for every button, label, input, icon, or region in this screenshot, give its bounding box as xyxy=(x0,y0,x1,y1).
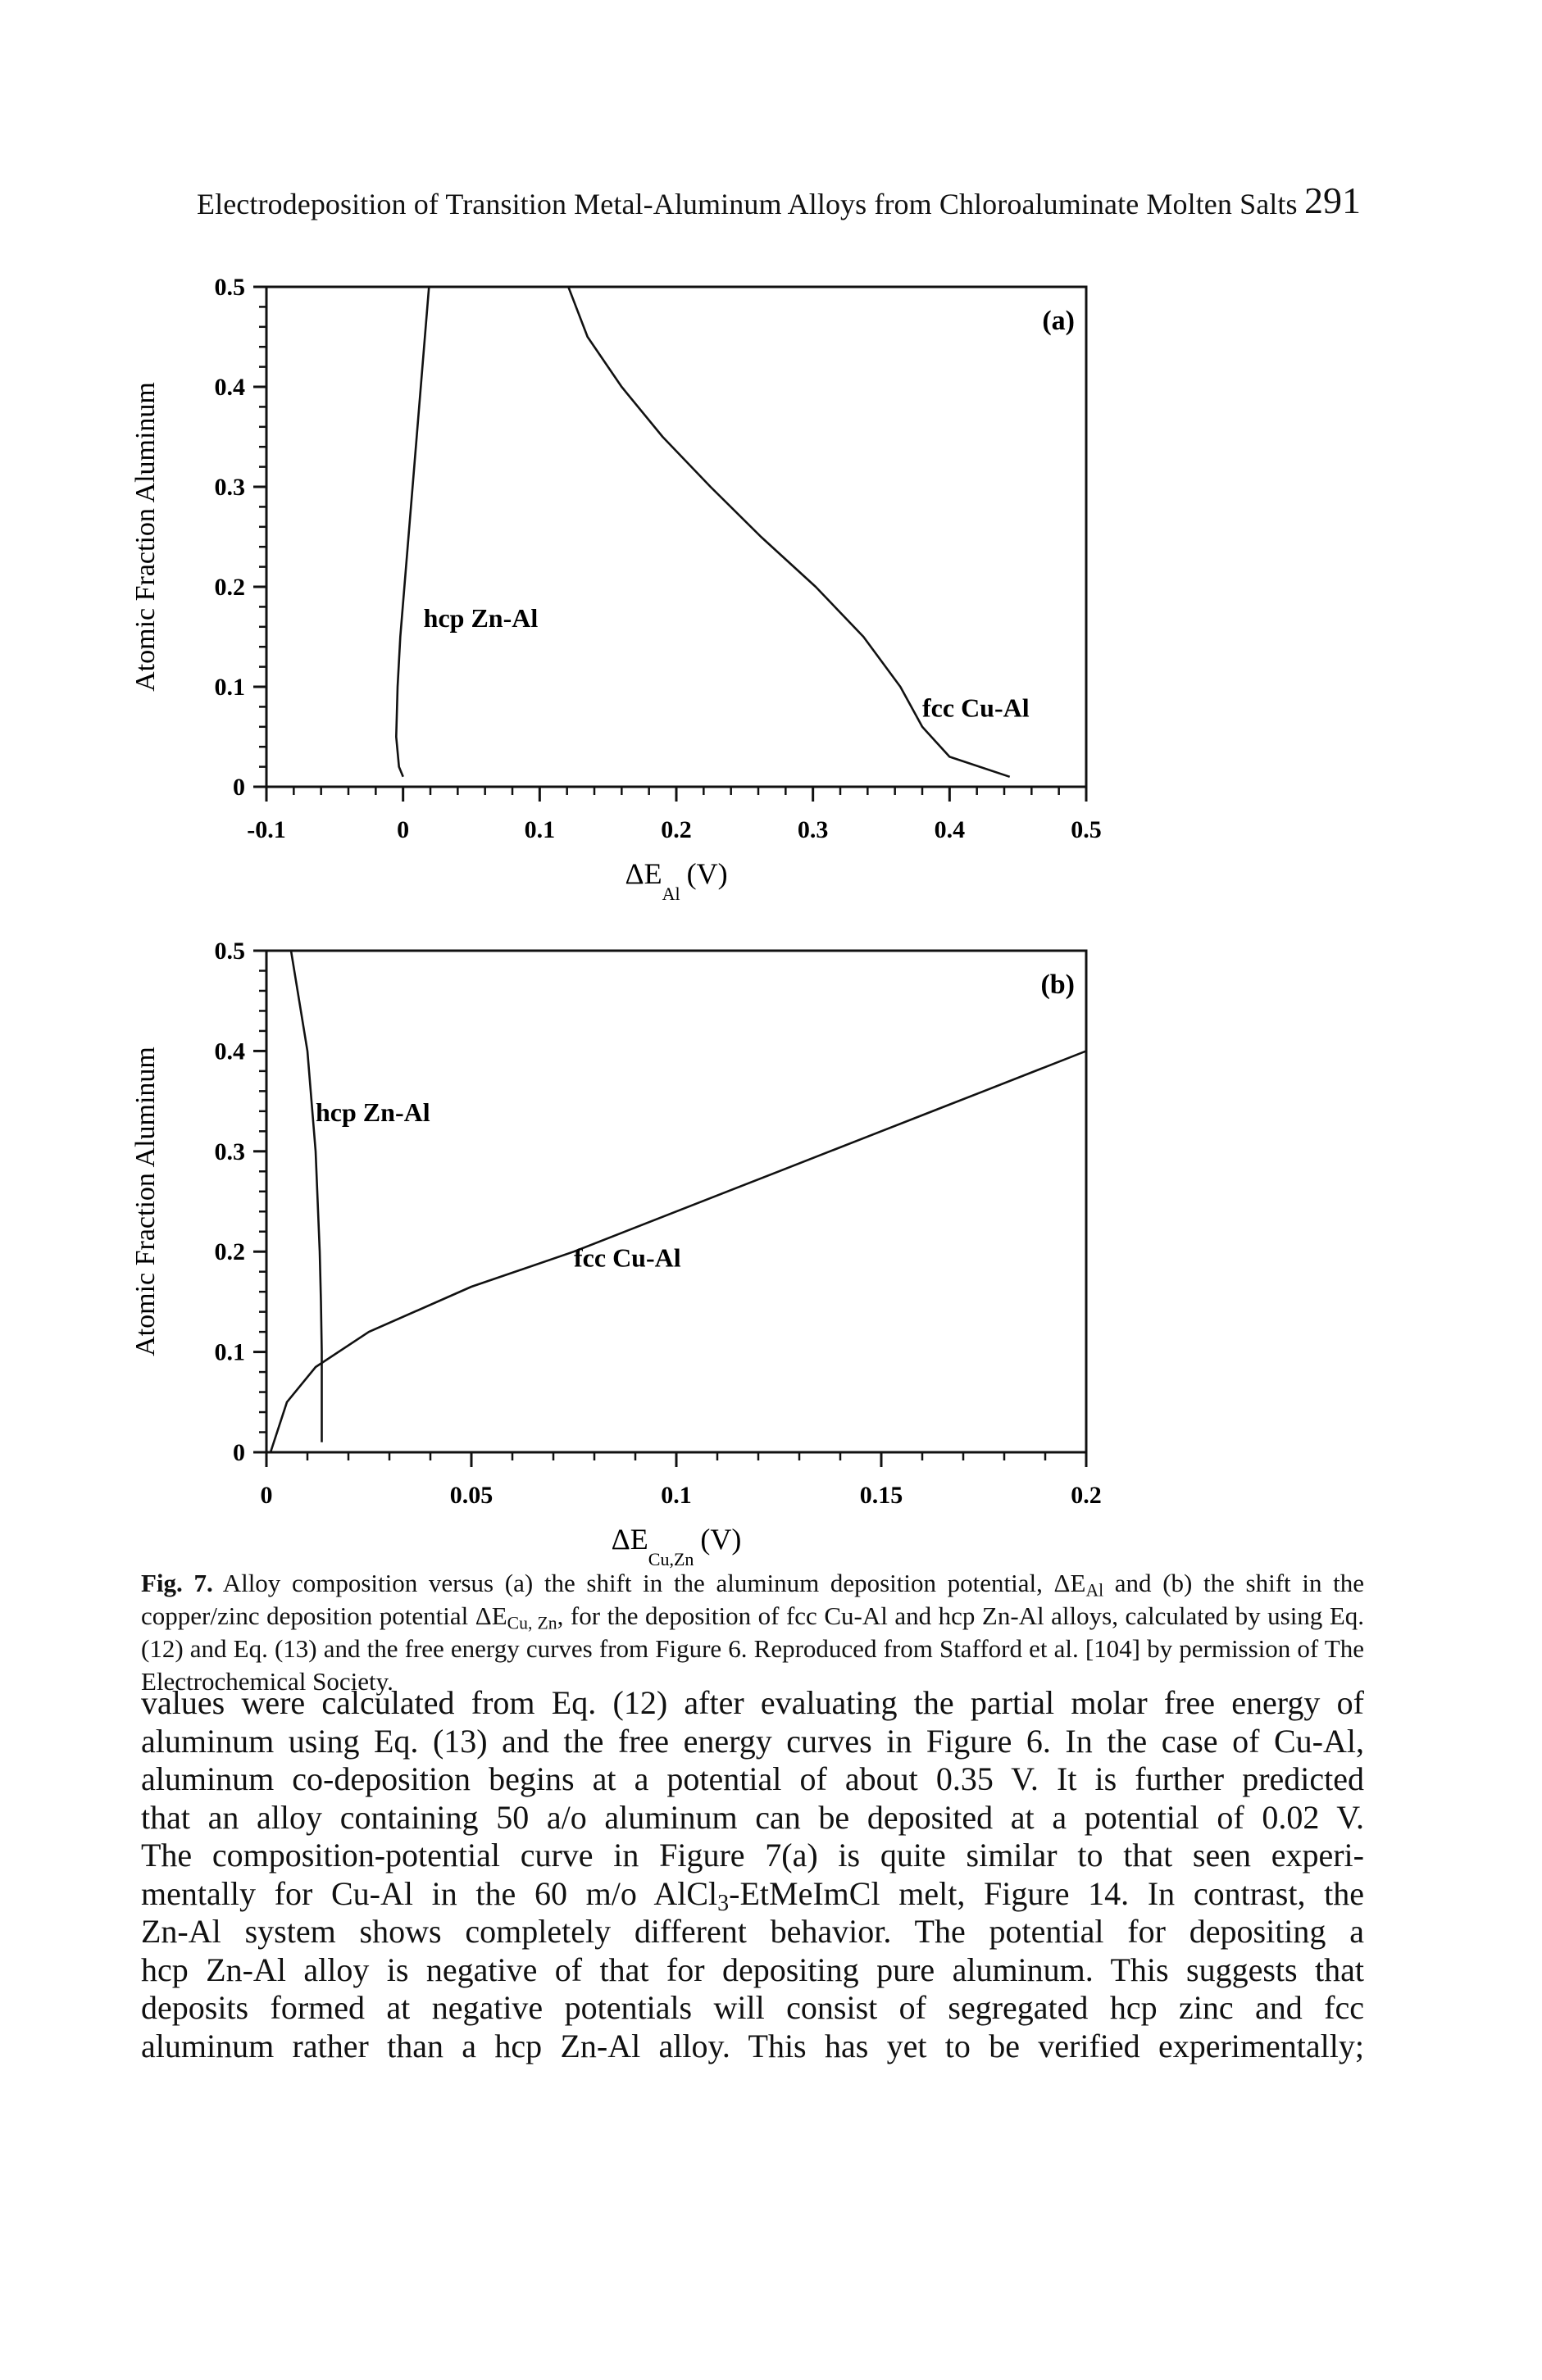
series-annotation: hcp Zn-Al xyxy=(316,1097,430,1127)
x-tick-label: 0.1 xyxy=(661,1482,692,1509)
plot-frame xyxy=(265,949,1088,1454)
x-axis-label-sub: Al xyxy=(662,883,680,904)
series-annotation: fcc Cu-Al xyxy=(574,1243,681,1273)
body-line-part: -EtMeImCl melt, Figure 14. In contrast, … xyxy=(729,1874,1365,1912)
page-header: Electrodeposition of Transition Metal-Al… xyxy=(197,179,1361,228)
body-paragraph: values were calculated from Eq. (12) aft… xyxy=(141,1684,1364,2065)
y-tick-label: 0.1 xyxy=(215,674,246,701)
x-tick-label: 0.5 xyxy=(1071,816,1102,843)
body-line: deposits formed at negative potentials w… xyxy=(141,1989,1364,2026)
x-tick-label: -0.1 xyxy=(247,816,286,843)
series-line-fcc-cu-al xyxy=(269,1050,1086,1452)
body-line-composite: mentally for Cu-Al in the 60 m/o AlCl3-E… xyxy=(141,1874,1365,1916)
x-axis-label: ΔEAl (V) xyxy=(625,857,727,904)
body-line: aluminum co-deposition begins at a poten… xyxy=(141,1760,1364,1797)
y-tick-label: 0 xyxy=(233,774,245,801)
series-line-hcp-zn-al xyxy=(289,951,323,1442)
body-line: hcp Zn-Al alloy is negative of that for … xyxy=(141,1951,1364,1988)
running-title: Electrodeposition of Transition Metal-Al… xyxy=(197,188,1298,220)
body-line: The composition-potential curve in Figur… xyxy=(141,1837,1364,1874)
figure-caption: Fig. 7. Alloy composition versus (a) the… xyxy=(141,1567,1364,1698)
x-axis-label-unit: (V) xyxy=(687,857,728,890)
x-tick-label: 0.1 xyxy=(525,816,556,843)
body-text: values were calculated from Eq. (12) aft… xyxy=(141,1684,1364,2065)
series-annotation: fcc Cu-Al xyxy=(922,693,1030,723)
caption-sub-2: Cu, Zn xyxy=(507,1613,557,1633)
y-axis-label: Atomic Fraction Aluminum xyxy=(130,382,161,692)
x-axis-label-unit: (V) xyxy=(700,1523,741,1556)
y-tick-label: 0.4 xyxy=(215,1038,246,1065)
panel-label: (a) xyxy=(1042,306,1075,336)
y-tick-label: 0.1 xyxy=(215,1339,246,1366)
series-annotation: hcp Zn-Al xyxy=(424,603,539,633)
page-number: 291 xyxy=(1304,179,1361,221)
caption-text-1: Alloy composition versus (a) the shift i… xyxy=(222,1569,1086,1597)
body-line: values were calculated from Eq. (12) aft… xyxy=(141,1684,1364,1721)
x-tick-label: 0 xyxy=(261,1482,273,1509)
caption-sub-1: Al xyxy=(1085,1580,1104,1601)
x-tick-label: 0.4 xyxy=(935,816,966,843)
caption-text-2: and (b) the shift in the copper/zinc dep… xyxy=(141,1569,1364,1630)
y-tick-label: 0.5 xyxy=(215,938,246,965)
y-tick-label: 0.2 xyxy=(215,1238,246,1265)
series-line-hcp-zn-al xyxy=(395,287,430,778)
x-axis-label-sub: Cu,Zn xyxy=(648,1549,694,1569)
x-tick-label: 0 xyxy=(397,816,409,843)
body-line: aluminum using Eq. (13) and the free ene… xyxy=(141,1722,1364,1760)
x-axis-label-main: ΔE xyxy=(625,857,662,890)
y-axis-label: Atomic Fraction Aluminum xyxy=(130,1047,161,1356)
y-tick-label: 0.3 xyxy=(215,474,246,501)
y-tick-label: 0.3 xyxy=(215,1138,246,1165)
body-line: that an alloy containing 50 a/o aluminum… xyxy=(141,1798,1364,1836)
body-line-part: mentally for Cu-Al in the 60 m/o AlCl xyxy=(141,1874,718,1912)
body-line-sub: 3 xyxy=(717,1890,730,1916)
caption-text-3: , for the deposition of fcc Cu-Al and hc… xyxy=(141,1601,1365,1696)
x-axis-label: ΔECu,Zn (V) xyxy=(612,1523,742,1569)
body-line: aluminum rather than a hcp Zn-Al alloy. … xyxy=(141,2027,1364,2064)
y-tick-label: 0.2 xyxy=(215,574,246,601)
body-line: Zn-Al system shows completely different … xyxy=(141,1913,1364,1950)
x-tick-label: 0.15 xyxy=(860,1482,903,1509)
caption-label: Fig. 7. xyxy=(141,1569,213,1597)
panel-label: (b) xyxy=(1040,970,1075,1000)
y-tick-label: 0.5 xyxy=(215,274,246,301)
x-tick-label: 0.05 xyxy=(450,1482,494,1509)
x-tick-label: 0.2 xyxy=(661,816,692,843)
x-tick-label: 0.3 xyxy=(798,816,829,843)
series-line-fcc-cu-al xyxy=(567,287,1011,779)
x-tick-label: 0.2 xyxy=(1071,1482,1102,1509)
y-tick-label: 0.4 xyxy=(215,374,246,401)
x-axis-label-main: ΔE xyxy=(612,1523,648,1556)
y-tick-label: 0 xyxy=(233,1439,245,1466)
